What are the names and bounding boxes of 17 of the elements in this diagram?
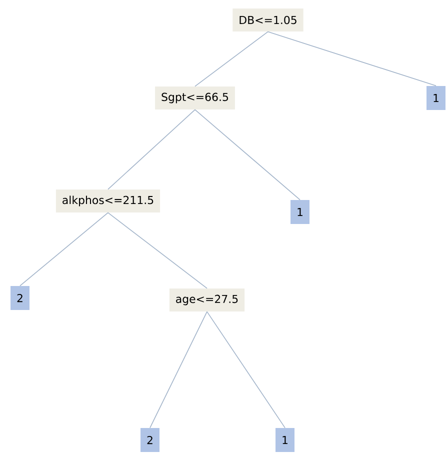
tree-branch (150, 311, 208, 428)
split-node-box: Sgpt<=66.5 (155, 86, 235, 110)
leaf-node-box: 2 (10, 286, 30, 310)
tree-branch (108, 109, 196, 190)
tree-branch (268, 31, 436, 86)
tree-branch (194, 109, 300, 200)
split-node-box: age<=27.5 (169, 288, 245, 312)
tree-branch (194, 31, 268, 87)
split-node-box: alkphos<=211.5 (56, 190, 160, 212)
leaf-node-box: 1 (276, 428, 294, 452)
tree-branch (108, 212, 208, 289)
leaf-node-box: 1 (426, 86, 446, 110)
leaf-node-box: 2 (140, 428, 160, 452)
split-node-box: DB<=1.05 (232, 8, 304, 32)
tree-branch (206, 311, 286, 428)
leaf-node-box: 1 (290, 200, 310, 224)
tree-branch (20, 212, 108, 286)
